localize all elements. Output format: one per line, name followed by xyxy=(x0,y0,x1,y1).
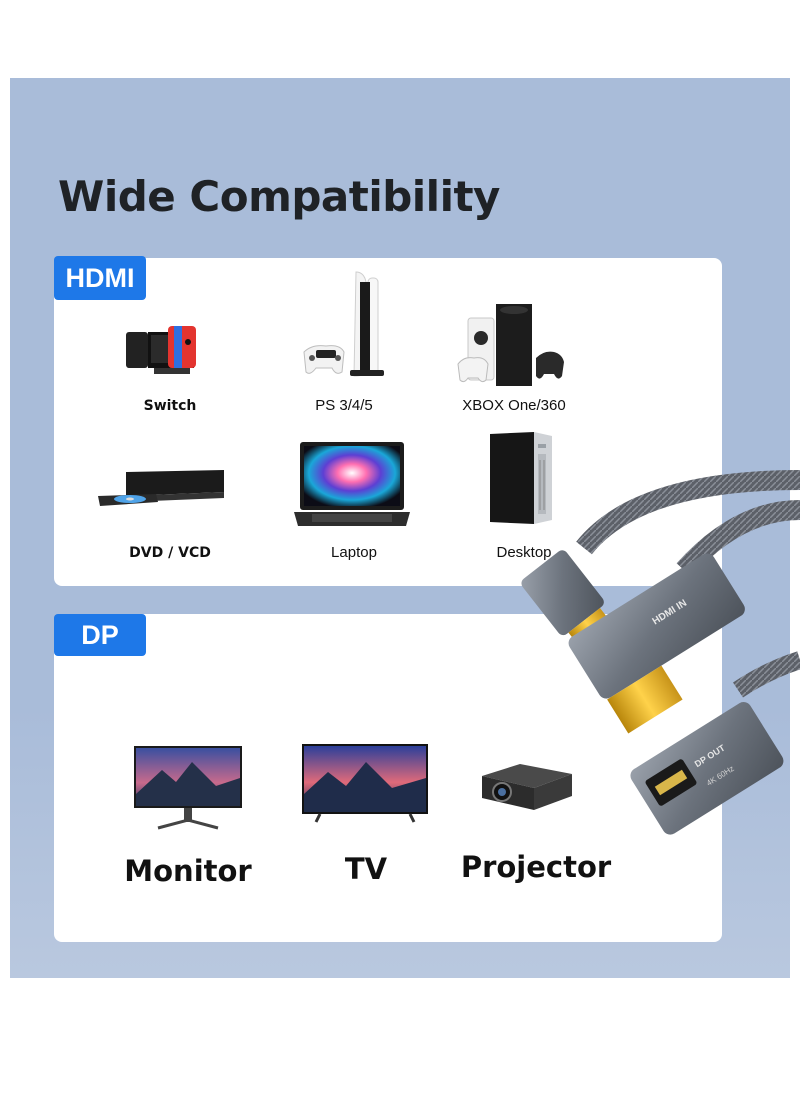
hdmi-tag: HDMI xyxy=(54,256,146,300)
switch-console-icon xyxy=(124,322,216,378)
dp-tag: DP xyxy=(54,614,146,656)
laptop-icon xyxy=(292,440,412,528)
monitor-icon xyxy=(132,744,244,830)
device-label-desktop: Desktop xyxy=(496,544,552,561)
dvd-player-icon xyxy=(96,466,228,516)
device-label-dvd: DVD / VCD xyxy=(129,545,211,561)
desktop-tower-icon xyxy=(488,430,554,526)
device-label-tv: TV xyxy=(344,852,388,886)
device-label-switch: Switch xyxy=(143,398,197,414)
device-label-ps: PS 3/4/5 xyxy=(315,397,373,414)
adapter-cable-image: HDMI IN DP OUT 4K 60Hz xyxy=(488,440,800,870)
projector-icon xyxy=(480,756,574,812)
playstation-icon xyxy=(298,270,402,380)
page-title: Wide Compatibility xyxy=(58,172,500,221)
xbox-icon xyxy=(456,302,566,388)
device-label-laptop: Laptop xyxy=(331,544,377,561)
device-label-xbox: XBOX One/360 xyxy=(462,397,566,414)
device-label-monitor: Monitor xyxy=(124,854,252,888)
tv-icon xyxy=(300,742,430,824)
device-label-projector: Projector xyxy=(460,850,612,884)
